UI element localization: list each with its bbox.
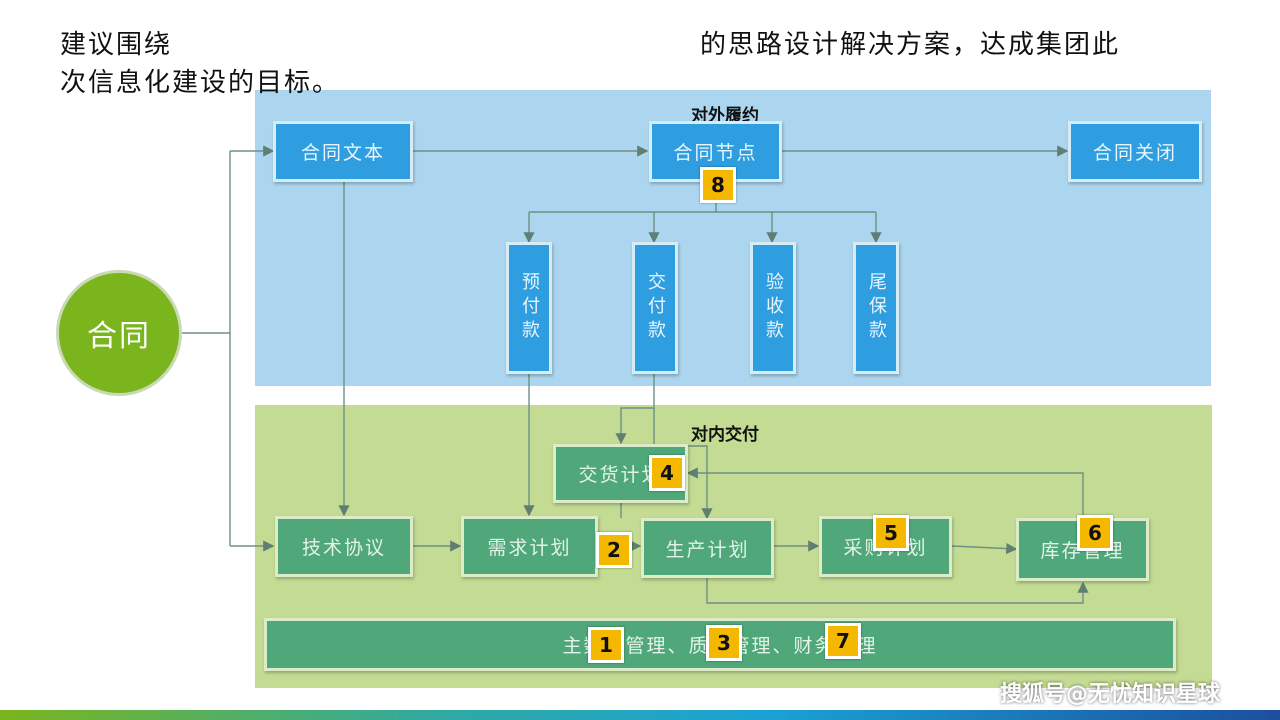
contract-circle[interactable]: 合同	[56, 270, 182, 396]
production-plan-box[interactable]: 生产计划	[641, 518, 774, 578]
contract-close-box[interactable]: 合同关闭	[1068, 121, 1202, 182]
contract-text-box[interactable]: 合同文本	[273, 121, 413, 182]
master-data-bar[interactable]: 主数据管理、质量管理、财务管理	[264, 618, 1176, 671]
contract-node-box[interactable]: 合同节点	[649, 121, 782, 182]
payment-prepay-box[interactable]: 预付款	[506, 242, 552, 374]
watermark-text: 搜狐号@无忧知识星球	[1000, 682, 1221, 707]
badge-7: 7	[825, 623, 861, 659]
badge-3: 3	[706, 625, 742, 661]
badge-1: 1	[588, 627, 624, 663]
tech-agreement-box[interactable]: 技术协议	[275, 516, 413, 577]
internal-panel-title: 对内交付	[691, 425, 759, 445]
badge-4: 4	[649, 455, 685, 491]
payment-retention-box[interactable]: 尾保款	[853, 242, 899, 374]
heading-line1-left: 建议围绕	[60, 30, 173, 60]
badge-5: 5	[873, 515, 909, 551]
badge-6: 6	[1077, 515, 1113, 551]
bottom-gradient-bar	[0, 710, 1280, 720]
demand-plan-box[interactable]: 需求计划	[461, 516, 598, 577]
payment-acceptance-box[interactable]: 验收款	[750, 242, 796, 374]
heading-line1-right: 的思路设计解决方案，达成集团此	[700, 30, 1121, 60]
badge-2: 2	[596, 532, 632, 568]
heading-line2: 次信息化建设的目标。	[60, 68, 341, 98]
badge-8: 8	[700, 167, 736, 203]
payment-delivery-box[interactable]: 交付款	[632, 242, 678, 374]
